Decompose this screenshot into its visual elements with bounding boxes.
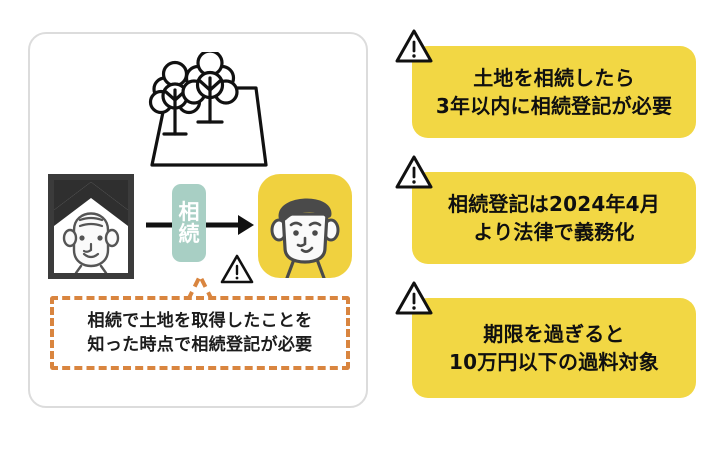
sozoku-badge-char-2: 続 bbox=[178, 222, 200, 246]
warning-triangle-icon bbox=[394, 154, 434, 190]
young-man-avatar-icon bbox=[258, 174, 352, 278]
memorial-portrait-icon bbox=[48, 174, 134, 279]
warning-triangle-icon bbox=[394, 280, 434, 316]
callout-line-2: 知った時点で相続登記が必要 bbox=[87, 335, 313, 355]
note-card-2[interactable]: 相続登記は2024年4月 より法律で義務化 bbox=[412, 172, 696, 264]
note-card-2-line-2: より法律で義務化 bbox=[473, 220, 635, 244]
callout-line-1: 相続で土地を取得したことを bbox=[87, 310, 313, 331]
note-card-1[interactable]: 土地を相続したら 3年以内に相続登記が必要 bbox=[412, 46, 696, 138]
callout-text: 相続で土地を取得したことを 知った時点で相続登記が必要 bbox=[88, 309, 313, 357]
note-card-1-text: 土地を相続したら 3年以内に相続登記が必要 bbox=[436, 64, 672, 121]
note-card-1-line-1: 土地を相続したら bbox=[473, 65, 635, 90]
inheritance-diagram-panel: 相 続 bbox=[28, 32, 368, 408]
note-card-1-line-2: 3年以内に相続登記が必要 bbox=[435, 94, 673, 118]
sozoku-badge-char-1: 相 bbox=[178, 199, 200, 224]
note-card-3-line-2: 10万円以下の過料対象 bbox=[448, 350, 660, 374]
land-plot-with-trees-icon bbox=[130, 49, 280, 177]
note-card-2-text: 相続登記は2024年4月 より法律で義務化 bbox=[448, 190, 660, 247]
warning-triangle-icon bbox=[394, 28, 434, 64]
callout-dashed-box: 相続で土地を取得したことを 知った時点で相続登記が必要 bbox=[50, 296, 350, 370]
note-card-3-line-1: 期限を過ぎると bbox=[483, 321, 625, 346]
inheritance-transfer-row: 相 続 bbox=[30, 172, 370, 292]
callout-pointer-notch bbox=[170, 270, 230, 301]
warning-triangle-icon bbox=[220, 254, 254, 284]
note-card-3-text: 期限を過ぎると 10万円以下の過料対象 bbox=[449, 320, 659, 377]
sozoku-badge: 相 続 bbox=[172, 184, 206, 262]
note-card-3[interactable]: 期限を過ぎると 10万円以下の過料対象 bbox=[412, 298, 696, 398]
note-card-2-line-1: 相続登記は2024年4月 bbox=[448, 191, 660, 216]
